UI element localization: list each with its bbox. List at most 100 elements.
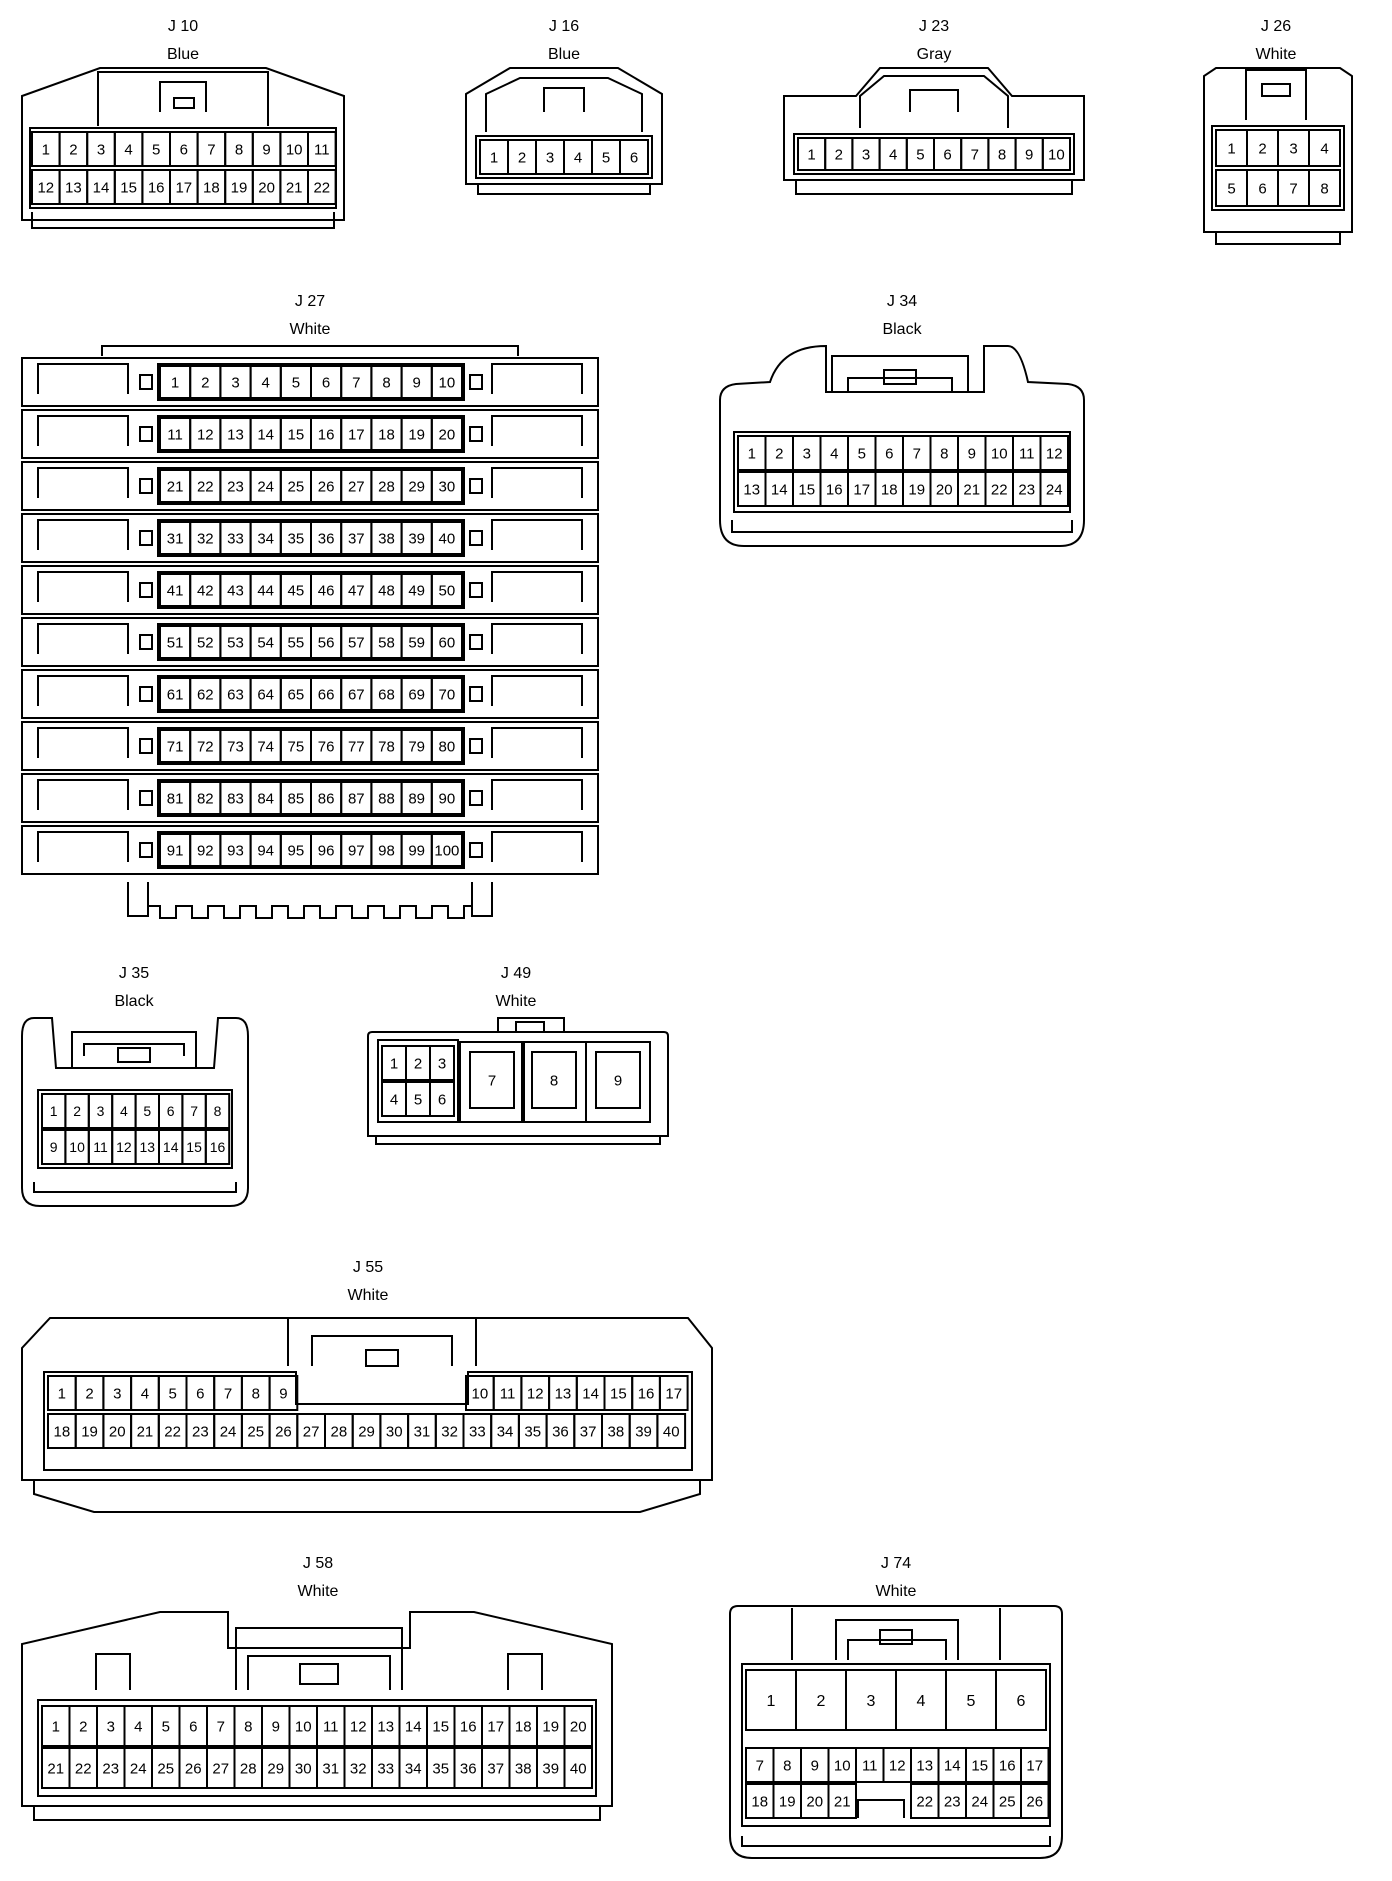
connector-j34-pin-label: 11 [1019, 445, 1035, 462]
connector-j55-pin-label: 33 [469, 1423, 486, 1440]
connector-j27-pin-label: 5 [292, 374, 300, 391]
connector-j27-slat-tab [37, 519, 129, 550]
connector-j49-pin-cell [595, 1051, 641, 1109]
connector-j55-pin-label: 13 [555, 1385, 572, 1402]
connector-j74-pin-label: 17 [1026, 1757, 1043, 1774]
connector-j34-latch-tab [883, 369, 917, 385]
connector-j27-pin-label: 100 [434, 842, 459, 859]
connector-j27-pin-label: 54 [257, 634, 274, 651]
connector-j26-housing [1203, 67, 1353, 233]
connector-j74-pin-cell [1020, 1783, 1050, 1819]
connector-j74-pin-cell [827, 1783, 857, 1819]
connector-j10-pin-label: 16 [148, 179, 165, 196]
connector-j27-pin-label: 86 [318, 790, 335, 807]
connector-j26-pin-cell [1308, 169, 1341, 207]
connector-j55-pin-label: 15 [610, 1385, 627, 1402]
connector-j49-pin-cell [429, 1081, 455, 1117]
connector-j34-pin-label: 7 [913, 445, 921, 462]
connector-j16-pin-label: 2 [518, 149, 526, 166]
connector-j27-lock-window [469, 374, 483, 390]
connector-j27-pin-frame [157, 415, 465, 453]
connector-j27-pin-label: 49 [408, 582, 425, 599]
connector-j23-latch [859, 75, 1009, 128]
connector-j34-pin-label: 24 [1046, 481, 1063, 498]
connector-j16-pin-label: 1 [490, 149, 498, 166]
connector-j58-pin-label: 32 [350, 1760, 367, 1777]
connector-j27-pin-label: 39 [408, 530, 425, 547]
connector-j55-pin-label: 36 [552, 1423, 569, 1440]
connector-j74-pin-label: 8 [783, 1757, 791, 1774]
connector-j27-pin-label: 64 [257, 686, 274, 703]
connector-j27-pin-label: 28 [378, 478, 395, 495]
connector-j55-latch [287, 1317, 477, 1366]
connector-j27-slat [21, 773, 599, 823]
connector-j34-pin-label: 2 [775, 445, 783, 462]
connector-j55-pin-label: 18 [54, 1423, 71, 1440]
connector-j27-pin-label: 59 [408, 634, 425, 651]
connector-j27-pin-label: 88 [378, 790, 395, 807]
connector-j35-housing [21, 1017, 249, 1207]
connector-j16-skirt [477, 184, 651, 195]
connector-j10-name: J 10 [168, 18, 198, 35]
connector-j74-pin-label: 23 [944, 1793, 961, 1810]
connector-j58-pin-label: 7 [217, 1718, 225, 1735]
connector-j58-pin-label: 21 [47, 1760, 64, 1777]
connector-j49-pin-label: 7 [488, 1072, 496, 1089]
connector-j27-slat [21, 721, 599, 771]
connector-j27-lock-window [139, 478, 153, 494]
connector-j49-pin-label: 5 [414, 1091, 422, 1108]
connector-j49-pin-cell [429, 1045, 455, 1081]
connector-j27-pin-cell [430, 417, 463, 451]
connector-j34-latch-inner [847, 377, 953, 392]
connector-j55-pin-label: 16 [638, 1385, 655, 1402]
connector-j27-slat [21, 513, 599, 563]
connector-j74-pin-label: 25 [999, 1793, 1016, 1810]
connector-j23-housing [783, 67, 1085, 181]
connector-j34-pin-label: 18 [881, 481, 898, 498]
connector-j27-pin-label: 13 [227, 426, 244, 443]
connector-j55-housing [21, 1317, 713, 1481]
connector-j27-pin-label: 43 [227, 582, 244, 599]
connector-j27-pin-label: 36 [318, 530, 335, 547]
connector-j58-pin-label: 9 [272, 1718, 280, 1735]
connector-j27-pin-label: 11 [167, 426, 183, 443]
connector-j27-pin-label: 61 [167, 686, 184, 703]
connector-j55-pin-label: 22 [164, 1423, 181, 1440]
connector-j27-slat-tab [37, 779, 129, 810]
connector-j55-pin-label: 9 [279, 1385, 287, 1402]
connector-j27-pin-cell [430, 833, 463, 867]
connector-j23-color: Gray [917, 46, 952, 63]
connector-j16-name: J 16 [549, 18, 579, 35]
connector-j74-pin-label: 3 [867, 1693, 876, 1710]
connector-j34-pin-cell [1039, 435, 1069, 471]
connector-j74-pin-label: 9 [811, 1757, 819, 1774]
connector-j27-pin-label: 72 [197, 738, 214, 755]
connector-j27-pin-label: 63 [227, 686, 244, 703]
connector-j27-slat [21, 357, 599, 407]
connector-j26-pin-label: 4 [1320, 140, 1328, 157]
connector-j27-pin-cell [430, 573, 463, 607]
connector-j34-pin-label: 19 [908, 481, 925, 498]
connector-j35-pin-label: 1 [50, 1103, 58, 1119]
connector-j10-pin-label: 15 [120, 179, 137, 196]
connector-j58-pin-label: 39 [542, 1760, 559, 1777]
connector-j55-pin-label: 2 [85, 1385, 93, 1402]
connector-j10-pin-label: 14 [93, 179, 110, 196]
connector-j49-pin-cell [469, 1051, 515, 1109]
connector-j55-pin-label: 26 [275, 1423, 292, 1440]
connector-j74-pin-label: 24 [971, 1793, 988, 1810]
connector-j74-pin-label: 15 [971, 1757, 988, 1774]
connector-j55-color: White [348, 1287, 389, 1304]
connector-j58-pin-label: 20 [570, 1718, 587, 1735]
connector-j27-slat-tab [491, 415, 583, 446]
connector-j27-pin-frame [157, 519, 465, 557]
connector-j34-pin-label: 17 [853, 481, 870, 498]
connector-j23-name: J 23 [919, 18, 949, 35]
